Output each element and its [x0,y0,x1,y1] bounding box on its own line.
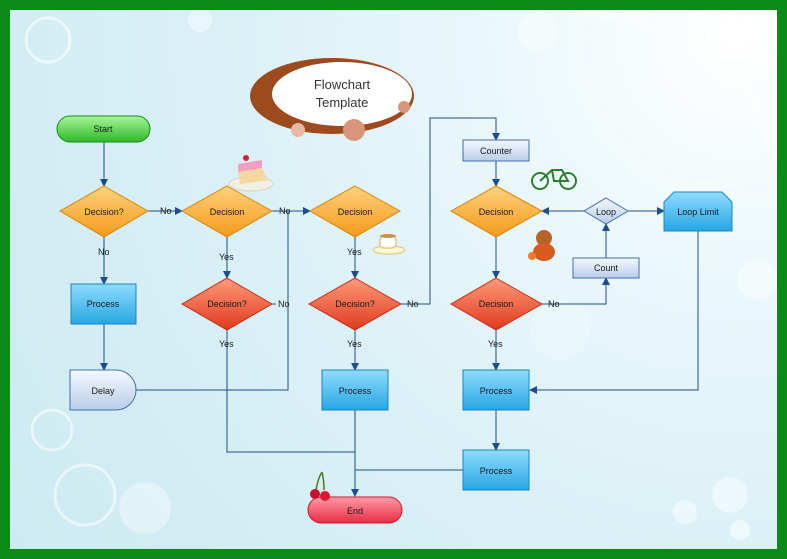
process-label: Process [480,386,513,396]
delay-node[interactable]: Delay [69,369,137,411]
connectors [100,117,699,497]
edge-label-yes: Yes [219,339,234,349]
start-label: Start [93,124,113,134]
edge-label-no: No [407,299,419,309]
edge-label-yes: Yes [347,339,362,349]
counter-label: Counter [480,146,512,156]
title-line-1: Flowchart [314,77,371,92]
process-node-3[interactable]: Process [462,369,530,411]
decision-label: Decision? [84,207,124,217]
decision-label: Decision? [207,299,247,309]
process-label: Process [339,386,372,396]
decision-node-7[interactable]: Decision [450,277,544,331]
edge-label-yes: Yes [219,252,234,262]
start-terminator[interactable]: Start [56,115,151,143]
decision-label: Decision [479,207,514,217]
decision-label: Decision? [335,299,375,309]
loop-label: Loop [596,207,616,217]
bicycle-icon [531,169,577,190]
flowchart-diagram: Flowchart Template No No No Yes No Ye [24,10,777,540]
process-node-4[interactable]: Process [462,449,530,491]
decision-node-5[interactable]: Decision? [307,277,403,331]
cherry-icon [310,471,330,501]
edge-label-no: No [278,299,290,309]
process-label: Process [87,299,120,309]
edge-label-yes: Yes [347,247,362,257]
process-node-2[interactable]: Process [321,369,389,411]
end-terminator[interactable]: End [307,496,403,524]
decision-label: Decision [479,299,514,309]
decision-label: Decision [210,207,245,217]
decision-node-2[interactable]: Decision [180,185,274,238]
background-decoration [24,10,777,540]
edge-labels: No No No Yes No Yes Yes No Yes No Yes [98,206,560,349]
counter-node[interactable]: Counter [462,139,530,162]
count-node[interactable]: Count [572,257,640,279]
edge-label-no: No [279,206,291,216]
loop-node[interactable]: Loop [583,197,629,225]
process-node-1[interactable]: Process [70,283,137,325]
title-bubble: Flowchart Template [250,58,414,141]
decision-node-3[interactable]: Decision? [181,277,273,331]
count-label: Count [594,263,619,273]
bear-toy-icon [528,230,555,261]
edge-label-yes: Yes [488,339,503,349]
decision-label: Decision [338,207,373,217]
loop-limit-node[interactable]: Loop Limit [663,191,733,232]
decision-node-1[interactable]: Decision? [59,185,149,238]
teacup-icon [372,234,406,255]
decision-node-6[interactable]: Decision [449,185,544,238]
delay-label: Delay [91,386,115,396]
title-line-2: Template [316,95,369,110]
edge-label-no: No [548,299,560,309]
loop-limit-label: Loop Limit [677,207,719,217]
process-label: Process [480,466,513,476]
end-label: End [347,506,363,516]
cake-icon [228,155,274,192]
decision-node-4[interactable]: Decision [308,185,402,238]
edge-label-no: No [160,206,172,216]
edge-label-no: No [98,247,110,257]
